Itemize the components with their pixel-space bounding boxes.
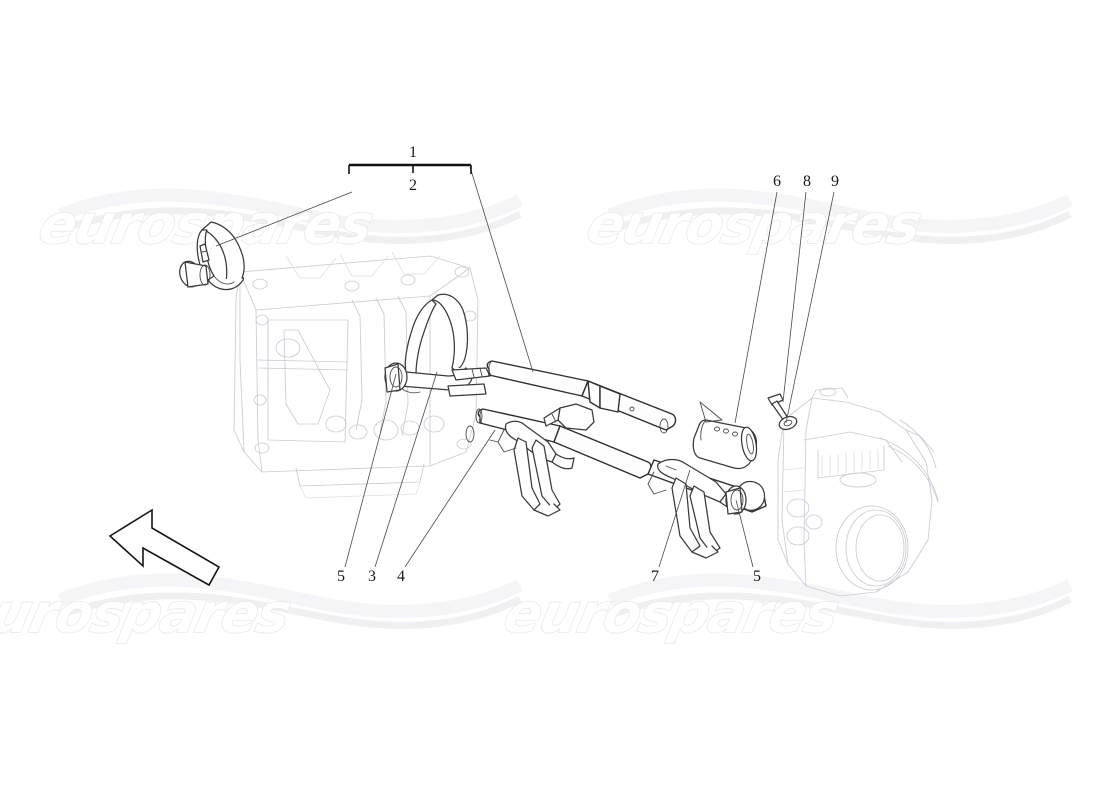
callout-number-1: 1: [409, 144, 417, 161]
leader-line-6: [734, 191, 778, 424]
part-shift-fork-large-center: [384, 293, 491, 397]
part-fork-left-tines: [489, 420, 575, 517]
leader-line-9: [785, 191, 835, 424]
part-sleeve: [692, 419, 758, 470]
callout-number-9: 9: [831, 173, 839, 190]
pointer-wedge: [699, 401, 723, 423]
swoosh-bottom-right-thin: [608, 592, 1072, 629]
swoosh-top-right-thin: [608, 207, 1072, 244]
part-bushing-center-left: [665, 465, 677, 471]
leader-line-1: [469, 166, 534, 373]
callout-number-6: 6: [773, 173, 781, 190]
leader-line-5b: [735, 499, 754, 568]
callout-number-3: 3: [368, 568, 376, 585]
leader-line-5a: [344, 373, 397, 568]
leader-line-7: [658, 469, 691, 568]
callout-number-4: 4: [397, 568, 405, 585]
part-washer: [778, 415, 798, 431]
leader-line-4: [404, 429, 496, 568]
gearbox-housing-left: [233, 251, 479, 499]
leader-line-8: [782, 191, 807, 403]
callout-number-5b: 5: [753, 568, 761, 585]
swoosh-bottom-right: [607, 573, 1073, 618]
orientation-arrow: [108, 508, 221, 587]
gearbox-housing-right: [777, 387, 939, 597]
watermark-text: eurospares: [0, 582, 296, 645]
callout-number-7: 7: [651, 568, 659, 585]
callout-number-2: 2: [409, 177, 417, 194]
swoosh-top-left-thin: [58, 207, 522, 244]
part-fork-collar-center: [543, 403, 595, 431]
swoosh-top-right: [607, 188, 1073, 233]
part-shift-rod-upper: [486, 360, 677, 434]
callout-numbers: 1 2 6 8 9 5 3 4 7 5: [337, 144, 839, 585]
callout-number-5a: 5: [337, 568, 345, 585]
swoosh-top-left: [57, 188, 523, 233]
part-shift-fork-upper-left: [179, 221, 245, 291]
group-bracket: [348, 163, 472, 174]
watermark-text: eurospares: [499, 582, 844, 645]
swoosh-bottom-left: [57, 573, 523, 618]
watermark-text: eurospares: [582, 193, 927, 256]
leader-lines: [215, 166, 835, 568]
callout-number-8: 8: [803, 173, 811, 190]
leader-line-3: [374, 371, 438, 568]
swoosh-bottom-left-thin: [58, 592, 522, 629]
leader-line-2: [215, 191, 353, 247]
